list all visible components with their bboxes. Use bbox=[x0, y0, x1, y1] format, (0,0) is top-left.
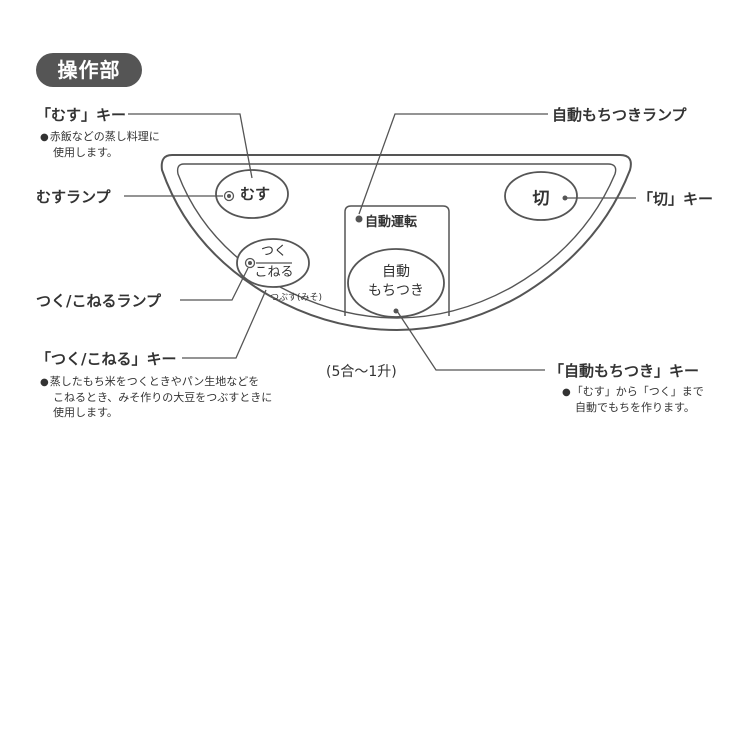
kiri-button-shape bbox=[504, 171, 578, 221]
musu-lamp-label: むすランプ bbox=[36, 188, 111, 206]
musu-button-shape bbox=[215, 169, 289, 219]
musu-button-label[interactable]: むす bbox=[239, 185, 270, 203]
auto-button-label-2[interactable]: もちつき bbox=[368, 283, 424, 299]
section-title-badge: 操作部 bbox=[36, 53, 142, 87]
musu-key-label: 「むす」キー bbox=[36, 106, 127, 124]
kiri-dot bbox=[562, 195, 568, 201]
auto-key-note: ●「むす」から「つく」まで 自動でもちを作ります。 bbox=[562, 385, 704, 414]
bullet-icon: ● bbox=[40, 132, 49, 143]
bullet-icon: ● bbox=[562, 387, 571, 398]
leader-auto-key bbox=[396, 310, 545, 371]
capacity-label: (5合〜1升) bbox=[326, 364, 397, 380]
tsuku-button-label-top[interactable]: つく bbox=[260, 244, 287, 259]
kiri-key-label: 「切」キー bbox=[638, 190, 714, 208]
auto-lamp-label: 自動もちつきランプ bbox=[552, 106, 687, 124]
auto-button-label-1[interactable]: 自動 bbox=[382, 264, 410, 280]
auto-indicator-label: 自動運転 bbox=[365, 215, 418, 230]
tsuku-sub-label: つぶす(みそ) bbox=[270, 293, 323, 303]
tsuku-lamp-label: つく/こねるランプ bbox=[36, 292, 162, 310]
kiri-button-label[interactable]: 切 bbox=[532, 189, 550, 209]
tsuku-button-label-bottom[interactable]: こねる bbox=[254, 265, 294, 280]
auto-button-shape bbox=[347, 248, 445, 318]
leader-musu-key bbox=[128, 113, 253, 179]
tsuku-key-note: ●蒸したもち米をつくときやパン生地などを こねるとき、みそ作りの大豆をつぶすとき… bbox=[40, 375, 273, 419]
panel-outline-inner bbox=[176, 163, 617, 319]
auto-lamp bbox=[355, 215, 363, 223]
musu-key-note: ●赤飯などの蒸し料理に 使用します。 bbox=[40, 130, 160, 159]
auto-area-frame bbox=[344, 205, 450, 316]
leader-tsuku-key bbox=[182, 289, 267, 359]
leader-tsuku-lamp bbox=[180, 267, 249, 301]
leader-auto-lamp bbox=[358, 113, 548, 215]
tsuku-key-label: 「つく/こねる」キー bbox=[36, 350, 177, 368]
bullet-icon: ● bbox=[40, 377, 49, 388]
auto-key-label: 「自動もちつき」キー bbox=[549, 362, 700, 380]
